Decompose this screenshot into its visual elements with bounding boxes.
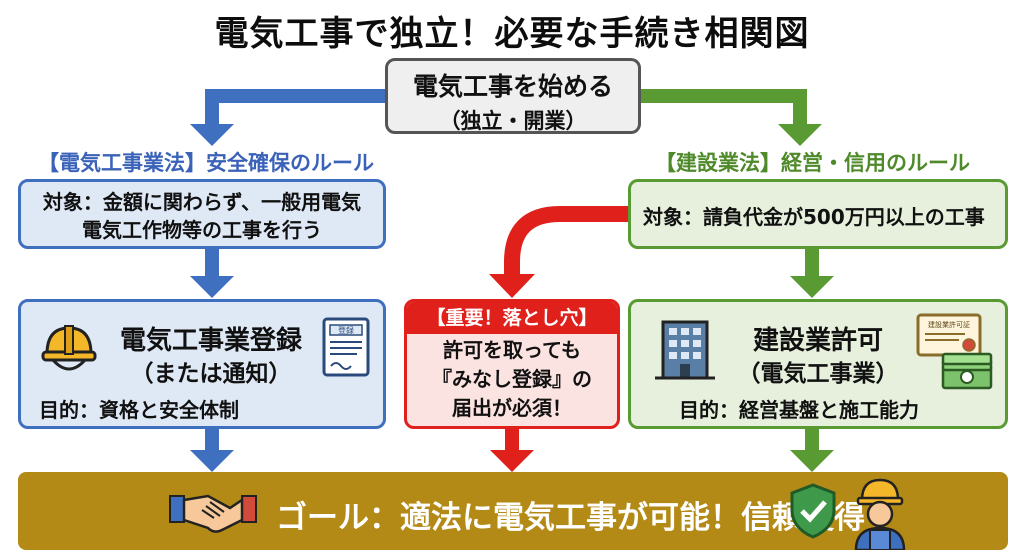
- arrowhead-start-to-left: [190, 124, 234, 146]
- goal-text: ゴール：適法に電気工事が可能！信頼獲得: [276, 500, 865, 536]
- money-icon: [941, 352, 993, 390]
- permit-sub: （電気工事業）: [737, 361, 899, 387]
- right-target-box: 対象：請負代金が500万円以上の工事: [628, 179, 1008, 249]
- arrow-warning-to-goal: [505, 429, 519, 453]
- hard-hat-icon: [41, 325, 97, 371]
- arrow-start-to-right: [641, 89, 807, 128]
- registration-sub: （または通知）: [130, 361, 292, 387]
- warning-line3: 届出が必須！: [452, 396, 572, 420]
- arrowhead-left-target-to-reg: [190, 276, 234, 298]
- right-target-text: 対象：請負代金が500万円以上の工事: [643, 205, 985, 229]
- handshake-icon: [169, 494, 257, 533]
- right-law-heading: 【建設業法】経営・信用のルール: [655, 151, 970, 175]
- warning-header: 【重要！落とし穴】: [407, 302, 617, 334]
- arrow-start-to-left: [205, 89, 385, 128]
- left-target-line2: 電気工作物等の工事を行う: [82, 218, 322, 242]
- warning-line2: 『みなし登録』の: [432, 367, 592, 391]
- arrow-reg-to-goal: [205, 429, 219, 453]
- diagram-title: 電気工事で独立！必要な手続き相関図: [214, 14, 810, 54]
- warning-line1: 許可を取っても: [443, 338, 581, 362]
- registration-purpose: 目的：資格と安全体制: [39, 398, 239, 422]
- building-icon: [655, 320, 715, 380]
- left-law-heading: 【電気工事業法】安全確保のルール: [38, 151, 374, 175]
- certificate-icon: 登録: [322, 317, 370, 377]
- permit-purpose: 目的：経営基盤と施工能力: [679, 398, 919, 422]
- arrowhead-right-target-to-permit: [790, 276, 834, 298]
- left-target-line1: 対象：金額に関わらず、一般用電気: [42, 190, 362, 214]
- arrowhead-permit-to-goal: [790, 450, 834, 472]
- warning-box: 【重要！落とし穴】 許可を取っても 『みなし登録』の 届出が必須！: [404, 299, 620, 429]
- left-target-box: 対象：金額に関わらず、一般用電気 電気工作物等の工事を行う: [18, 179, 386, 249]
- license-label: 建設業許可証: [928, 320, 970, 329]
- permit-title: 建設業許可: [752, 326, 883, 356]
- arrow-permit-to-goal: [805, 429, 819, 453]
- start-box: 電気工事を始める （独立・開業）: [385, 58, 641, 134]
- arrow-left-target-to-reg: [205, 249, 219, 281]
- license-icon: 建設業許可証: [916, 313, 982, 357]
- arrow-right-to-warning: [504, 206, 628, 276]
- arrow-right-target-to-permit: [805, 249, 819, 281]
- goal-bar: ゴール：適法に電気工事が可能！信頼獲得: [18, 472, 1008, 550]
- shield-check-icon: [790, 483, 836, 539]
- permit-box: 建設業許可証 建設業許可 （電気工事業） 目的：経営基盤と施工能力: [628, 299, 1008, 429]
- arrowhead-reg-to-goal: [190, 450, 234, 472]
- registration-box: 登録 電気工事業登録 （または通知） 目的：資格と安全体制: [18, 299, 386, 429]
- start-line1: 電気工事を始める: [412, 72, 613, 101]
- worker-icon: [854, 478, 906, 550]
- arrowhead-start-to-right: [778, 124, 822, 146]
- arrowhead-right-to-warning: [489, 274, 535, 298]
- arrowhead-warning-to-goal: [490, 450, 534, 472]
- start-line2: （独立・開業）: [439, 109, 587, 133]
- registration-title: 電気工事業登録: [119, 326, 302, 356]
- certificate-label: 登録: [338, 325, 354, 335]
